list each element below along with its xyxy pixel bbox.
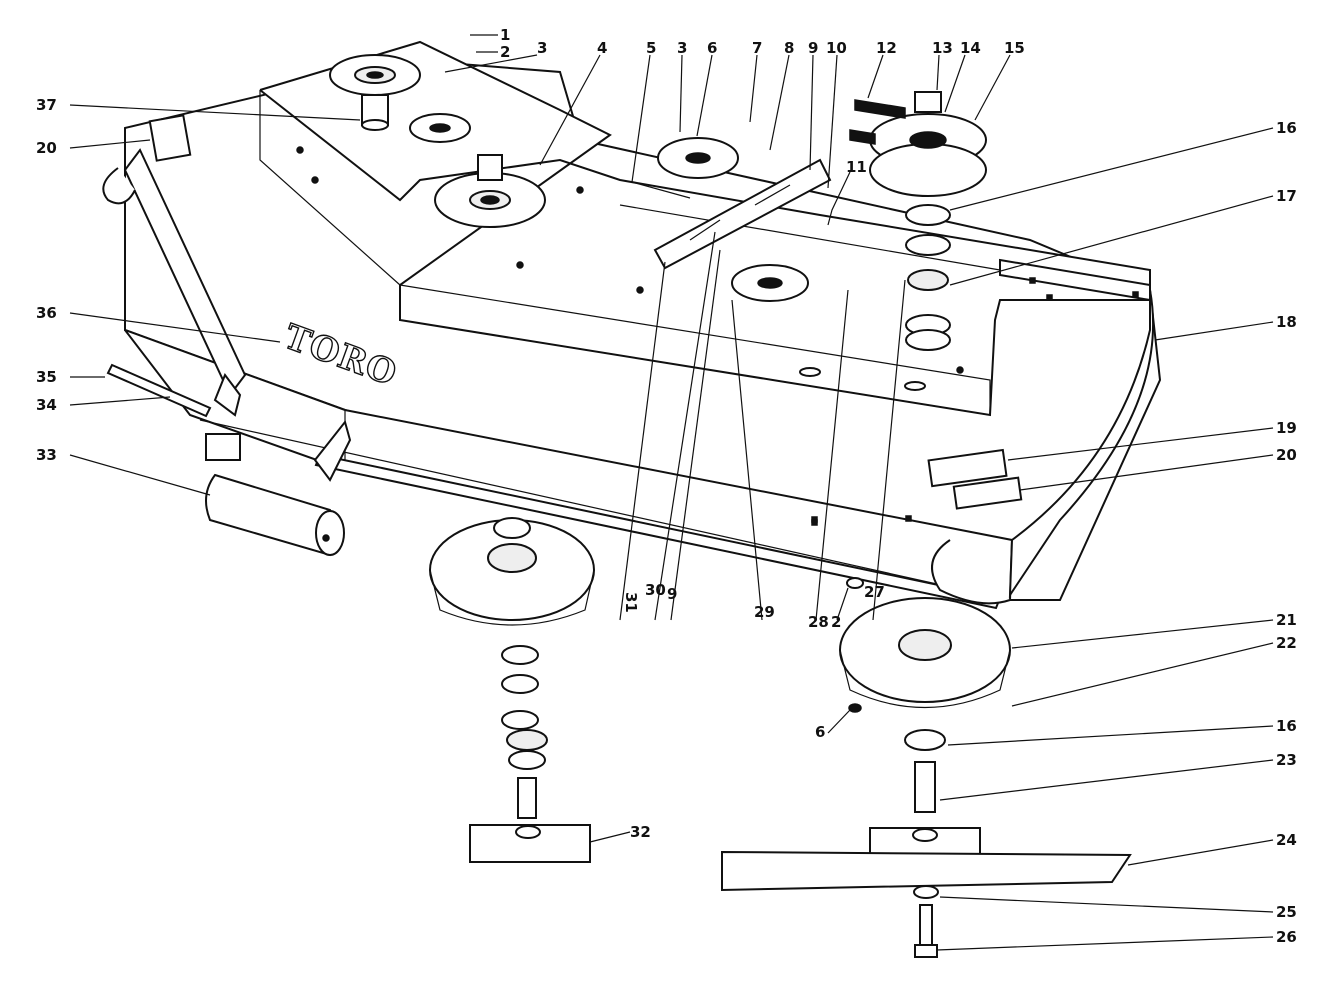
callout-7: 7 [752, 39, 762, 57]
callout-14: 14 [960, 39, 981, 57]
bearing-stack [905, 204, 951, 351]
callout-8: 8 [784, 39, 794, 57]
callout-5: 5 [646, 39, 656, 57]
callout-19: 19 [1276, 419, 1297, 437]
double-pulley [849, 91, 987, 197]
blade-bolt [919, 904, 933, 946]
callout-23: 23 [1276, 751, 1297, 769]
callout-20-left: 20 [36, 139, 57, 157]
callout-22: 22 [1276, 634, 1297, 652]
rivet-holes [296, 146, 1139, 526]
callout-21: 21 [1276, 611, 1297, 629]
callout-9-top: 9 [808, 39, 818, 57]
hitch-arm [102, 148, 247, 417]
idler-pulley-left [409, 113, 471, 143]
left-spindle-pulley [329, 54, 421, 131]
callout-3-left: 3 [537, 39, 547, 57]
callout-24: 24 [1276, 831, 1297, 849]
callout-37: 37 [36, 96, 57, 114]
callout-6-bottom: 6 [815, 723, 825, 741]
callout-27: 27 [864, 583, 885, 601]
callout-2-bottom: 2 [831, 613, 841, 631]
blade-washer [913, 885, 939, 899]
callout-35: 35 [36, 368, 57, 386]
callout-32: 32 [630, 823, 651, 841]
right-hook [931, 539, 1011, 605]
decal-right-lower [952, 476, 1023, 510]
decal-right-upper [927, 448, 1008, 488]
callout-12: 12 [876, 39, 897, 57]
callout-31: 31 [622, 592, 640, 613]
decal-left [148, 114, 192, 162]
roller-pin [106, 363, 212, 418]
callout-16-bottom: 16 [1276, 717, 1297, 735]
callout-33: 33 [36, 446, 57, 464]
callout-4: 4 [597, 39, 607, 57]
callout-2-top: 2 [500, 43, 510, 61]
leader-lines [69, 34, 1274, 951]
center-spindle-pulley [434, 154, 546, 228]
callout-15: 15 [1004, 39, 1025, 57]
anti-scalp-roller [205, 473, 345, 557]
callout-17: 17 [1276, 187, 1297, 205]
callout-36: 36 [36, 304, 57, 322]
callout-3-mid: 3 [677, 39, 687, 57]
callout-9-bottom: 9 [667, 585, 677, 603]
callout-16-top: 16 [1276, 119, 1297, 137]
callout-29: 29 [754, 603, 775, 621]
callout-30: 30 [645, 581, 666, 599]
callout-10: 10 [826, 39, 847, 57]
callout-25: 25 [1276, 903, 1297, 921]
callout-13: 13 [932, 39, 953, 57]
callout-18: 18 [1276, 313, 1297, 331]
callout-numbers: 1 2 3 4 5 3 6 7 8 9 10 11 12 13 14 15 16… [36, 26, 1297, 946]
mid-idler-pulley [657, 137, 739, 179]
lower-idler-pulley [731, 264, 809, 302]
cutting-blade [721, 850, 1132, 892]
callout-34: 34 [36, 396, 57, 414]
callout-28: 28 [808, 613, 829, 631]
callout-1: 1 [500, 26, 510, 44]
left-spindle-assembly [429, 517, 595, 863]
right-spindle-assembly [839, 577, 1011, 871]
callout-11: 11 [846, 158, 867, 176]
decal-front [205, 433, 241, 461]
callout-26: 26 [1276, 928, 1297, 946]
callout-6-top: 6 [707, 39, 717, 57]
callout-20-right: 20 [1276, 446, 1297, 464]
